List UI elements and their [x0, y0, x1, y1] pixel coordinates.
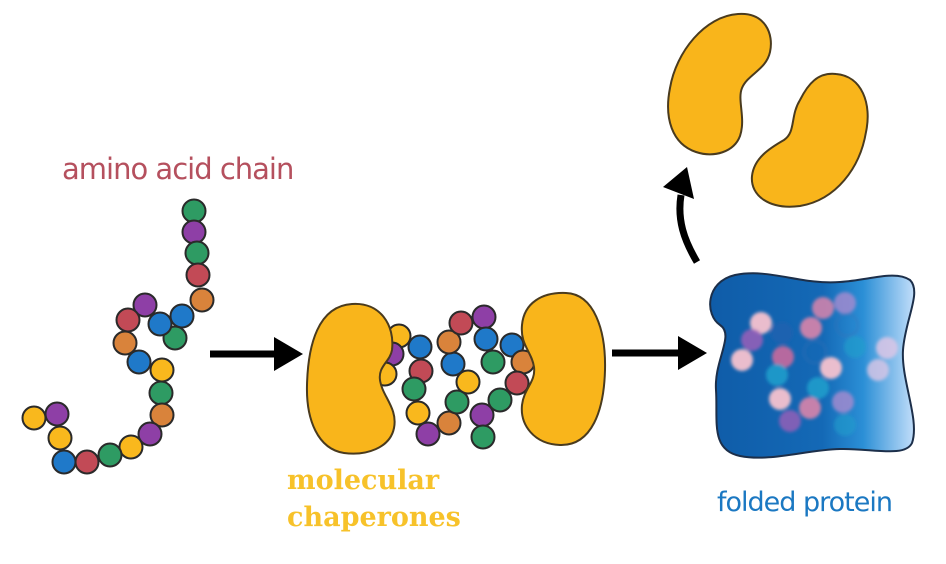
amino-acid-bead-blue — [473, 326, 499, 352]
amino-acid-bead-yellow — [405, 400, 431, 426]
folded-residue-dot — [820, 357, 842, 379]
amino-acid-bead-purple — [471, 304, 497, 330]
amino-acid-bead-blue — [126, 349, 152, 375]
chaperones-label-line: chaperones — [287, 502, 461, 533]
molecular-label-line: molecular — [287, 465, 440, 496]
amino-acid-bead-red — [74, 449, 100, 475]
folded-residue-ring — [803, 340, 827, 364]
amino-acid-bead-blue — [169, 303, 195, 329]
arrow-right-icon — [210, 337, 303, 371]
folded-protein — [709, 272, 916, 459]
released-chaperone — [750, 72, 869, 208]
amino-acid-bead-green — [480, 349, 506, 375]
amino-acid-bead-green — [181, 198, 207, 224]
folded-residue-dot — [832, 391, 854, 413]
folded-residue-dot — [867, 359, 889, 381]
amino-acid-bead-orange — [436, 329, 462, 355]
amino-acid-chain-label: amino acid chain — [62, 152, 294, 186]
arrow-right-icon — [612, 336, 707, 370]
molecular-chaperones-label: molecular chaperones — [287, 462, 461, 536]
amino-acid-bead-red — [448, 310, 474, 336]
folded-residue-dot — [799, 397, 821, 419]
amino-acid-bead-yellow — [118, 434, 144, 460]
amino-acid-bead-yellow — [21, 405, 47, 431]
amino-acid-bead-green — [148, 380, 174, 406]
folded-residue-dot — [844, 336, 866, 358]
amino-acid-bead-green — [97, 442, 123, 468]
folded-residue-dot — [731, 349, 753, 371]
amino-acid-bead-yellow — [47, 425, 73, 451]
folded-residue-dot — [807, 377, 829, 399]
amino-acid-chain — [21, 198, 215, 475]
folded-residue-dot — [772, 346, 794, 368]
folded-residue-dot — [769, 388, 791, 410]
amino-acid-bead-red — [504, 370, 530, 396]
amino-acid-bead-orange — [436, 410, 462, 436]
amino-acid-bead-purple — [181, 219, 207, 245]
amino-acid-bead-purple — [132, 292, 158, 318]
folded-residue-dot — [741, 329, 763, 351]
amino-acid-bead-orange — [149, 402, 175, 428]
amino-acid-bead-purple — [137, 421, 163, 447]
amino-acid-bead-red — [115, 307, 141, 333]
release-arrow-icon — [663, 167, 701, 264]
folded-residue-dot — [800, 317, 822, 339]
folded-residue-dot — [876, 337, 898, 359]
right-chaperone — [520, 291, 607, 447]
folded-residue-dot — [766, 364, 788, 386]
amino-acid-bead-red — [185, 262, 211, 288]
amino-acid-bead-blue — [440, 351, 466, 377]
amino-acid-bead-blue — [147, 311, 173, 337]
amino-acid-bead-orange — [189, 287, 215, 313]
folded-residue-dot — [834, 414, 856, 436]
amino-acid-bead-yellow — [149, 357, 175, 383]
amino-acid-bead-green — [401, 376, 427, 402]
folded-residue-dot — [834, 292, 856, 314]
folded-protein-label: folded protein — [717, 487, 893, 518]
folded-residue-dot — [812, 297, 834, 319]
amino-acid-bead-green — [184, 240, 210, 266]
folded-residue-dot — [750, 312, 772, 334]
folded-residue-dot — [771, 322, 793, 344]
amino-acid-bead-blue — [407, 334, 433, 360]
amino-acid-bead-purple — [469, 402, 495, 428]
amino-acid-bead-purple — [44, 401, 70, 427]
bound-amino-acid-chain — [372, 304, 536, 450]
released-chaperone — [667, 12, 772, 156]
amino-acid-bead-blue — [51, 449, 77, 475]
amino-acid-bead-green — [444, 389, 470, 415]
folded-residue-dot — [779, 410, 801, 432]
amino-acid-bead-green — [470, 424, 496, 450]
amino-acid-bead-green — [487, 387, 513, 413]
left-chaperone — [305, 302, 396, 455]
amino-acid-bead-orange — [112, 330, 138, 356]
folded-residue-ring — [835, 313, 859, 337]
amino-acid-bead-yellow — [455, 369, 481, 395]
amino-acid-bead-purple — [415, 421, 441, 447]
